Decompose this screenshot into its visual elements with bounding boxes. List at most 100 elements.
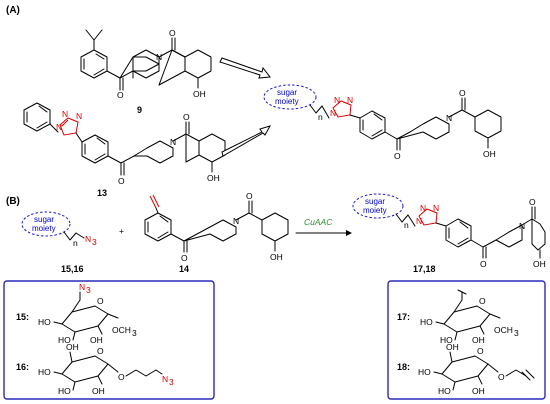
compound-15-label: 15: xyxy=(16,312,29,322)
azide-sugar-line1: sugar xyxy=(34,215,54,224)
target-a-sugar-line2: moiety xyxy=(275,97,299,106)
compound-14-amide-o: O xyxy=(246,191,253,201)
azide-sugar-line2: moiety xyxy=(32,224,56,233)
product-n1: N xyxy=(416,216,422,226)
target-a-structure xyxy=(263,84,502,151)
compound-16-n3-subscript: 3 xyxy=(169,377,174,387)
target-a-n3: N xyxy=(347,95,353,105)
target-a-nitrogen: N xyxy=(446,113,452,123)
compound-17-oh: OH xyxy=(472,335,485,345)
compound-17-och3-subscript: 3 xyxy=(514,328,519,338)
reaction-condition: CuAAC xyxy=(304,217,333,227)
compound-16-oh: OH xyxy=(92,386,105,396)
arrow-from-9 xyxy=(219,57,271,79)
compound-18-oh-top: OH xyxy=(446,342,459,352)
target-a-oh: OH xyxy=(483,149,496,159)
sugar-ellipse-azide xyxy=(21,211,71,237)
compound-18-ho1: HO xyxy=(418,367,431,377)
compound-16-n3: N xyxy=(162,374,168,384)
compound-13-nitrogen: N xyxy=(170,137,176,147)
compound-15-n3: N xyxy=(79,282,85,292)
compound-17-label: 17: xyxy=(397,312,410,322)
compound-13-label: 13 xyxy=(97,188,107,198)
compound-13-ketone-o: O xyxy=(118,176,125,186)
product-nitrogen: N xyxy=(519,221,525,231)
compound-15-och3-subscript: 3 xyxy=(132,328,137,338)
plus-sign: + xyxy=(119,226,124,236)
target-a-n2: N xyxy=(334,95,340,105)
compound-14-label: 14 xyxy=(179,264,189,274)
compound-16-ho2: HO xyxy=(58,386,71,396)
compound-18-oh: OH xyxy=(472,386,485,396)
compound-9-label: 9 xyxy=(137,105,142,115)
compound-15-16-label: 15,16 xyxy=(61,264,84,274)
triazole-sugars-box xyxy=(387,280,546,400)
target-a-n1: N xyxy=(330,108,336,118)
compound-13-structure xyxy=(23,102,226,176)
compound-14-nitrogen: N xyxy=(233,216,239,226)
compound-17-ho2: HO xyxy=(440,335,453,345)
product-n2: N xyxy=(420,203,426,213)
arrow-from-13 xyxy=(221,125,272,157)
compound-13-n2: N xyxy=(62,109,68,119)
compound-18-structure xyxy=(433,351,535,391)
compound-18-label: 18: xyxy=(397,362,410,372)
product-sugar-line1: sugar xyxy=(365,197,385,206)
compound-9-nitrogen: N xyxy=(156,52,162,62)
sugar-ellipse-product xyxy=(352,193,404,219)
target-a-n-subscript: n xyxy=(318,112,323,122)
sugar-ellipse-a xyxy=(263,84,317,110)
target-a-ketone-o: O xyxy=(394,151,401,161)
product-structure xyxy=(352,193,546,259)
compound-17-och3: OCH xyxy=(494,325,513,335)
azide-n-subscript: n xyxy=(73,238,78,248)
compound-15-structure xyxy=(53,291,119,341)
azide-structure xyxy=(21,211,85,241)
compound-16-label: 16: xyxy=(16,362,29,372)
azide-n3-label: N xyxy=(85,234,91,244)
compound-17-18-label: 17,18 xyxy=(413,264,436,274)
compound-17-ho1: HO xyxy=(420,317,433,327)
product-oh: OH xyxy=(533,259,546,269)
product-sugar-line2: moiety xyxy=(363,206,387,215)
compound-18-glyco-o: O xyxy=(498,372,505,382)
compound-9-ketone-o: O xyxy=(117,90,124,100)
compound-15-ho2: HO xyxy=(58,335,71,345)
compound-13-amide-o: O xyxy=(183,112,190,122)
compound-15-ring-o: O xyxy=(97,296,104,306)
product-n3: N xyxy=(433,203,439,213)
azide-sugars-box xyxy=(3,280,215,400)
compound-16-glyco-o: O xyxy=(118,372,125,382)
compound-9-oh: OH xyxy=(193,89,206,99)
compound-16-structure xyxy=(53,351,163,391)
compound-16-ho1: HO xyxy=(38,367,51,377)
compound-15-ho1: HO xyxy=(38,317,51,327)
compound-13-n1: N xyxy=(56,122,62,132)
compound-18-ring-o: O xyxy=(477,346,484,356)
compound-13-oh: OH xyxy=(207,173,220,183)
section-b-label: (B) xyxy=(6,196,20,207)
compound-13-n3: N xyxy=(76,111,82,121)
compound-14-structure xyxy=(144,194,289,253)
compound-15-och3: OCH xyxy=(112,325,131,335)
compound-15-oh: OH xyxy=(90,335,103,345)
compound-18-ho2: HO xyxy=(438,386,451,396)
reaction-arrow xyxy=(295,230,352,236)
compound-16-ring-o: O xyxy=(97,346,104,356)
target-a-sugar-line1: sugar xyxy=(277,88,297,97)
compound-14-ketone-o: O xyxy=(181,253,188,263)
compound-17-structure xyxy=(435,289,501,341)
product-amide-o: O xyxy=(529,197,536,207)
compound-16-oh-top: OH xyxy=(66,342,79,352)
compound-9-structure xyxy=(80,29,212,91)
compound-15-n3-subscript: 3 xyxy=(86,285,91,295)
product-ketone-o: O xyxy=(480,259,487,269)
product-n-subscript: n xyxy=(404,220,409,230)
azide-n3-subscript: 3 xyxy=(92,237,97,247)
section-a-label: (A) xyxy=(6,5,20,16)
compound-17-ring-o: O xyxy=(479,296,486,306)
compound-9-amide-o: O xyxy=(169,28,176,38)
target-a-amide-o: O xyxy=(459,88,466,98)
compound-14-oh: OH xyxy=(270,252,283,262)
